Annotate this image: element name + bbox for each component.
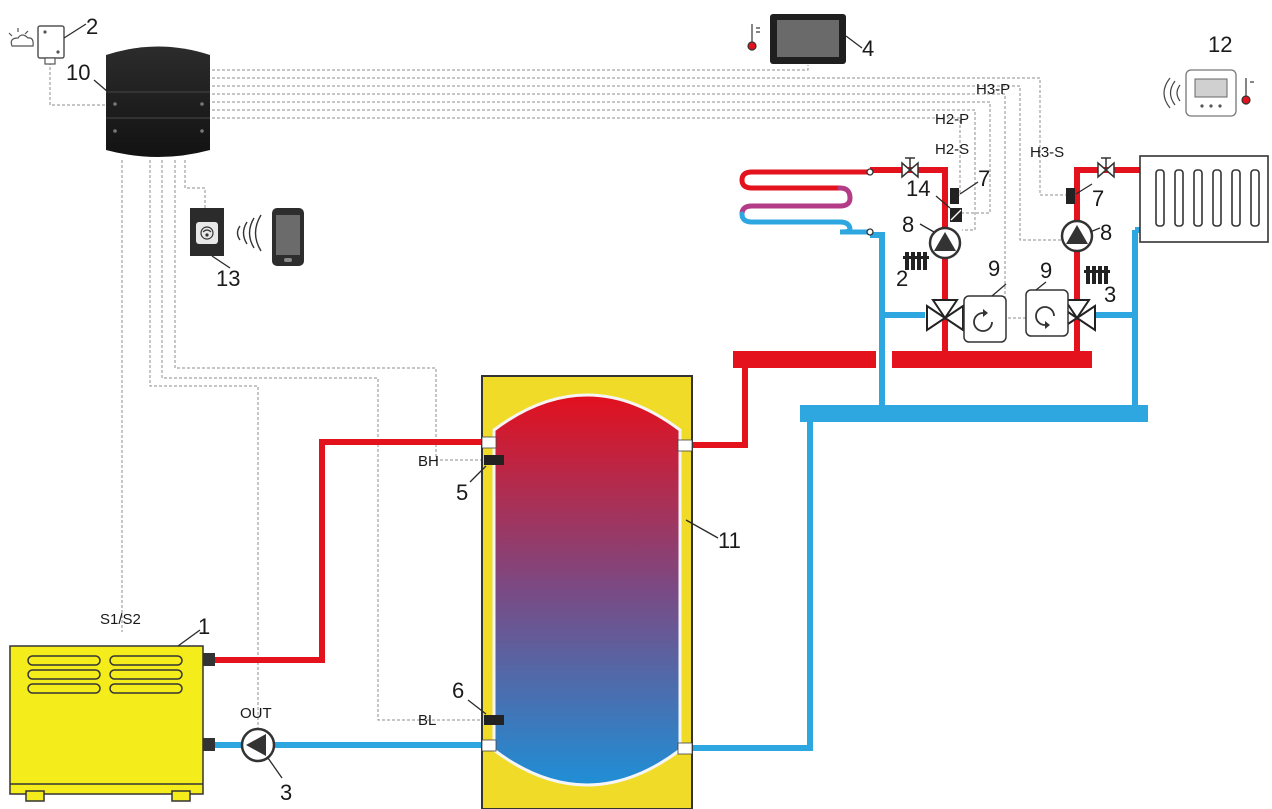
valve-icon bbox=[901, 157, 919, 179]
actuator-h3 bbox=[1025, 289, 1069, 337]
floor-heating-icon bbox=[739, 168, 874, 236]
label-bh: BH bbox=[418, 453, 439, 470]
zone-valves-h3 bbox=[1084, 266, 1110, 284]
label-s1s2: S1/S2 bbox=[100, 611, 141, 628]
callout-sensor-bh: 5 bbox=[456, 480, 468, 505]
label-out: OUT bbox=[240, 705, 272, 722]
boiler bbox=[9, 645, 215, 802]
label-h3p: H3-P bbox=[976, 81, 1010, 98]
weather-icon bbox=[8, 28, 34, 47]
wireless-thermostat bbox=[1185, 69, 1237, 117]
wifi-module bbox=[190, 208, 224, 256]
wireless-icon bbox=[1163, 77, 1181, 109]
thermometer-icon bbox=[1241, 78, 1254, 105]
label-h2s: H2-S bbox=[935, 141, 969, 158]
label-h3s: H3-S bbox=[1030, 144, 1064, 161]
callout-tank: 11 bbox=[718, 528, 741, 553]
pump-icon bbox=[1060, 219, 1094, 253]
callout-wifi-module: 13 bbox=[216, 266, 240, 291]
callout-room-panel: 4 bbox=[862, 36, 874, 61]
callout-pump-out: 3 bbox=[280, 780, 292, 805]
callout-actuator-h3: 9 bbox=[1040, 258, 1052, 283]
signal-waves bbox=[236, 214, 262, 252]
callout-controller: 10 bbox=[66, 60, 90, 85]
sensor-bh bbox=[484, 455, 504, 465]
callout-actuator-h2: 9 bbox=[988, 256, 1000, 281]
storage-tank bbox=[481, 375, 693, 809]
valve-icon bbox=[1097, 157, 1115, 179]
pump-icon bbox=[928, 226, 962, 260]
actuator-h2 bbox=[963, 295, 1007, 343]
controller bbox=[106, 46, 210, 157]
piping bbox=[215, 167, 1148, 751]
label-bl: BL bbox=[418, 712, 436, 729]
outdoor-sensor bbox=[37, 25, 65, 65]
thermometer-icon bbox=[747, 24, 760, 51]
zone-valves-h2 bbox=[903, 252, 929, 270]
sensor-h3 bbox=[1066, 188, 1075, 204]
callout-pump-h2: 8 bbox=[902, 212, 914, 237]
callout-outdoor-sensor: 2 bbox=[86, 14, 98, 39]
sensor-h2 bbox=[950, 188, 959, 204]
callout-wireless-thermostat: 12 bbox=[1208, 32, 1232, 57]
phone-icon bbox=[272, 208, 304, 266]
callout-pump-h3: 8 bbox=[1100, 220, 1112, 245]
wifi-icon bbox=[200, 226, 214, 240]
callout-thermostat-14: 14 bbox=[906, 176, 930, 201]
callout-boiler: 1 bbox=[198, 614, 210, 639]
callout-sensor-bl: 6 bbox=[452, 678, 464, 703]
radiator-icon bbox=[1139, 155, 1269, 243]
callout-sensor-h2: 7 bbox=[978, 166, 990, 191]
label-h2p: H2-P bbox=[935, 111, 969, 128]
pump-icon bbox=[240, 727, 276, 763]
callout-sensor-h3: 7 bbox=[1092, 186, 1104, 211]
room-panel bbox=[770, 14, 846, 64]
callout-zone-count-h3: 3 bbox=[1104, 282, 1116, 307]
callout-zone-count-h2: 2 bbox=[896, 266, 908, 291]
three-way-valve-icon bbox=[926, 299, 964, 332]
sensor-bl bbox=[484, 715, 504, 725]
